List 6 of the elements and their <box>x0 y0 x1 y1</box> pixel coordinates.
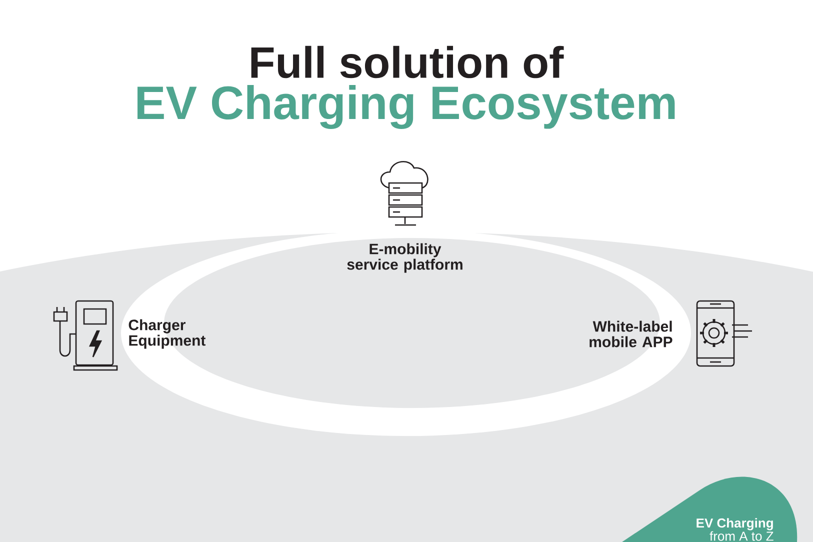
subtitle: EV Charging Ecosystem <box>138 85 675 130</box>
badge: EV Charging from A to Z <box>622 476 797 542</box>
node-label: Charger Equipment <box>128 319 206 349</box>
node-label: E-mobility service platform <box>347 243 462 273</box>
node-label: White-label mobile APP <box>590 320 672 348</box>
title: Full solution of <box>251 46 564 78</box>
